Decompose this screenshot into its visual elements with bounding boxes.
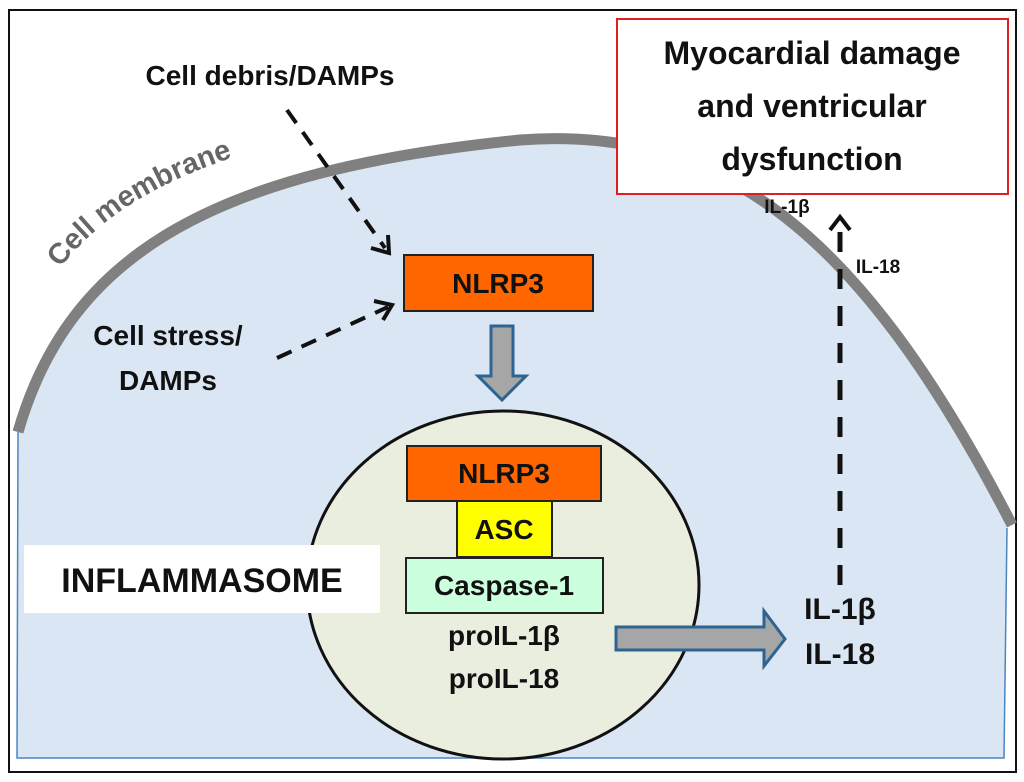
stress-arrowhead-icon bbox=[373, 299, 396, 322]
caspase1-label: Caspase-1 bbox=[434, 570, 574, 601]
il18-output-label: IL-18 bbox=[805, 638, 875, 671]
secretion-arrowhead-icon bbox=[828, 213, 852, 232]
asc-box bbox=[456, 500, 553, 558]
inflammasome-label-box bbox=[24, 545, 380, 613]
proil18-label: proIL-18 bbox=[449, 663, 559, 694]
stress-arrow bbox=[276, 305, 389, 360]
nlrp3-box bbox=[403, 254, 594, 312]
outcome-line-2: and ventricular bbox=[697, 88, 926, 124]
release-arrow-icon bbox=[614, 606, 787, 671]
debris-arrow bbox=[285, 108, 387, 250]
outcome-box bbox=[616, 18, 1009, 195]
activation-arrow-icon bbox=[474, 324, 530, 403]
il1b-output-label: IL-1β bbox=[804, 593, 876, 626]
debris-arrowhead-icon bbox=[370, 234, 392, 256]
proil1b-label: proIL-1β bbox=[448, 620, 560, 651]
il1b-secreted-label: IL-1β bbox=[764, 197, 809, 218]
asc-label: ASC bbox=[474, 514, 533, 545]
il18-secreted-label: IL-18 bbox=[856, 257, 900, 278]
nlrp3-label: NLRP3 bbox=[452, 268, 544, 299]
caspase1-box bbox=[405, 557, 604, 614]
outcome-line-1: Myocardial damage bbox=[664, 35, 961, 71]
outcome-line-3: dysfunction bbox=[721, 141, 902, 177]
cell-debris-label: Cell debris/DAMPs bbox=[146, 60, 395, 91]
cell-stress-label-1: Cell stress/ bbox=[93, 320, 243, 351]
nlrp3-complex-label: NLRP3 bbox=[458, 458, 550, 489]
inflammasome-label: INFLAMMASOME bbox=[61, 562, 342, 600]
cell-stress-label-2: DAMPs bbox=[119, 365, 217, 396]
nlrp3-complex-box bbox=[406, 445, 602, 502]
cell-membrane bbox=[12, 133, 1017, 528]
